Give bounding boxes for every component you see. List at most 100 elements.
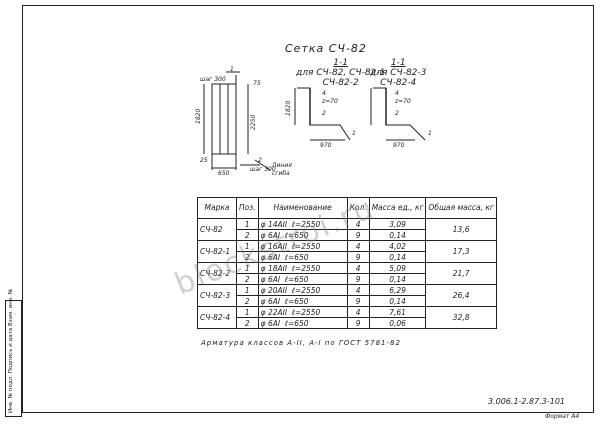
section-1-pos-1: 1 — [352, 130, 356, 137]
section-2-z70: z=70 — [395, 98, 411, 105]
bar-diameter: φ 20АII — [260, 285, 288, 295]
stamp-text: Инв. № подл. Подпись и дата Взам. инв. № — [8, 288, 14, 413]
bar-diameter: φ 18АII — [260, 263, 288, 273]
reinforcement-note: Арматура классов А-II, А-I по ГОСТ 5781-… — [201, 339, 401, 347]
cell-qty: 9 — [346, 273, 370, 285]
section-2-pos-4: 4 — [395, 90, 399, 97]
section-1-pos-4: 4 — [322, 90, 326, 97]
label-pos-1: 1 — [230, 66, 234, 73]
dim-2250: 2250 — [250, 114, 257, 130]
sheet-title: Сетка СЧ-82 — [285, 42, 367, 55]
table-row: 2 φ 6АI ℓ=650 9 0,14 — [198, 273, 497, 285]
header-mass: Масса ед., кг — [368, 197, 427, 219]
section-1-sub: для СЧ-82, СЧ-82-1 — [296, 68, 386, 78]
cell-total: 32,8 — [425, 306, 497, 329]
section-1-sub2: СЧ-82-2 — [322, 78, 359, 88]
bar-diameter: φ 6АI — [260, 252, 281, 262]
leader-linia — [254, 159, 271, 171]
bar-length: ℓ=650 — [284, 274, 309, 284]
bar-diameter: φ 16АII — [260, 241, 288, 251]
section-2-pos-1: 1 — [428, 130, 432, 137]
label-shag-top: шаг 300 — [200, 76, 226, 83]
cell-mark: СЧ-82-4 — [197, 306, 237, 329]
bar-diameter: φ 6АI — [260, 296, 281, 306]
table-header: Марка Поз. Наименование Кол. Масса ед., … — [197, 197, 497, 219]
cell-name: φ 6АI ℓ=650 — [257, 317, 348, 329]
section-2-sub: для СЧ-82-3 — [370, 68, 427, 78]
table-row: СЧ-82-3 1 φ 20АII ℓ=2550 4 6,29 26,4 — [197, 284, 497, 307]
bar-length: ℓ=2550 — [291, 285, 321, 295]
table-row: СЧ-82-1 1 φ 16АII ℓ=2550 4 4,02 17,3 — [197, 240, 497, 263]
section-1-970: 970 — [320, 142, 332, 149]
label-sgiba: сгиба — [272, 170, 290, 177]
table-row: СЧ-82-4 1 φ 22АII ℓ=2550 4 7,61 32,8 — [197, 306, 497, 329]
cell-total: 21,7 — [425, 262, 497, 285]
section-1-dim-1820: 1820 — [285, 100, 292, 116]
cell-total: 26,4 — [425, 284, 497, 307]
label-linia: Линия — [272, 162, 292, 169]
label-pos-2: 2 — [258, 157, 262, 164]
cell-qty: 9 — [346, 251, 370, 263]
cell-pos: 1 — [236, 218, 259, 230]
cell-total: 13,6 — [425, 218, 497, 241]
format-label: Формат А4 — [545, 413, 580, 420]
mesh-plan-outline — [211, 83, 237, 155]
spec-table: Марка Поз. Наименование Кол. Масса ед., … — [197, 197, 497, 329]
cell-qty: 9 — [346, 295, 370, 307]
bar-diameter: φ 22АII — [260, 307, 288, 317]
cell-pos: 1 — [236, 306, 259, 318]
bar-diameter: φ 6АI — [260, 274, 281, 284]
cell-name: φ 22АII ℓ=2550 — [257, 306, 348, 318]
dim-25: 25 — [200, 157, 208, 164]
bar-length: ℓ=2550 — [291, 219, 321, 229]
header-pos: Поз. — [236, 197, 259, 219]
bar-diameter: φ 6АI — [260, 318, 281, 328]
section-1-z70: z=70 — [322, 98, 338, 105]
drawing-frame — [22, 5, 594, 413]
cell-qty: 4 — [346, 240, 370, 252]
cell-mass: 5,09 — [368, 262, 427, 274]
section-2-970: 970 — [393, 142, 405, 149]
bar-length: ℓ=650 — [284, 318, 309, 328]
bar-length: ℓ=2550 — [291, 263, 321, 273]
dim-75: 75 — [253, 80, 261, 87]
cell-mass: 0,06 — [368, 317, 427, 329]
cell-name: φ 6АI ℓ=650 — [257, 295, 348, 307]
cell-name: φ 6АI ℓ=650 — [257, 273, 348, 285]
cell-qty: 4 — [346, 262, 370, 274]
bar-diameter: φ 6АI — [260, 230, 281, 240]
section-1-pos-2: 2 — [322, 110, 326, 117]
bar-diameter: φ 14АII — [260, 219, 288, 229]
bar-length: ℓ=650 — [284, 230, 309, 240]
side-stamp: Инв. № подл. Подпись и дата Взам. инв. № — [5, 289, 22, 417]
section-head-2: 1-1 для СЧ-82-3 СЧ-82-4 — [370, 58, 426, 88]
cell-mass: 7,61 — [368, 306, 427, 318]
section-head-1: 1-1 для СЧ-82, СЧ-82-1 СЧ-82-2 — [296, 58, 385, 88]
document-number: 3.006.1-2.87.3-101 — [488, 397, 566, 406]
label-shag-bottom: шаг 300 — [250, 166, 276, 173]
table-row: 2 φ 6АI ℓ=650 9 0,14 — [198, 229, 497, 241]
section-2-pos-2: 2 — [395, 110, 399, 117]
cell-mass: 0,14 — [368, 273, 427, 285]
table-row: СЧ-82-2 1 φ 18АII ℓ=2550 4 5,09 21,7 — [197, 262, 497, 285]
section-2-label: 1-1 — [390, 58, 406, 68]
cell-qty: 4 — [346, 284, 370, 296]
bar-length: ℓ=650 — [284, 252, 309, 262]
cell-mass: 0,14 — [368, 295, 427, 307]
cell-mass: 6,29 — [368, 284, 427, 296]
bar-length: ℓ=2550 — [291, 307, 321, 317]
cell-pos: 2 — [236, 295, 259, 307]
section-2-profile — [373, 87, 426, 141]
bar-length: ℓ=2550 — [291, 241, 321, 251]
header-mark: Марка — [197, 197, 237, 219]
bar-length: ℓ=650 — [284, 296, 309, 306]
header-qty: Кол. — [346, 197, 370, 219]
table-row: СЧ-82 1 φ 14АII ℓ=2550 4 3,09 13,6 — [197, 218, 497, 241]
section-1-label: 1-1 — [333, 58, 348, 68]
cell-pos: 2 — [236, 317, 259, 329]
cell-qty: 4 — [346, 306, 370, 318]
mesh-drawing — [203, 71, 426, 171]
cell-total: 17,3 — [425, 240, 497, 263]
cell-name: φ 20АII ℓ=2550 — [257, 284, 348, 296]
cell-mass: 0,14 — [368, 251, 427, 263]
